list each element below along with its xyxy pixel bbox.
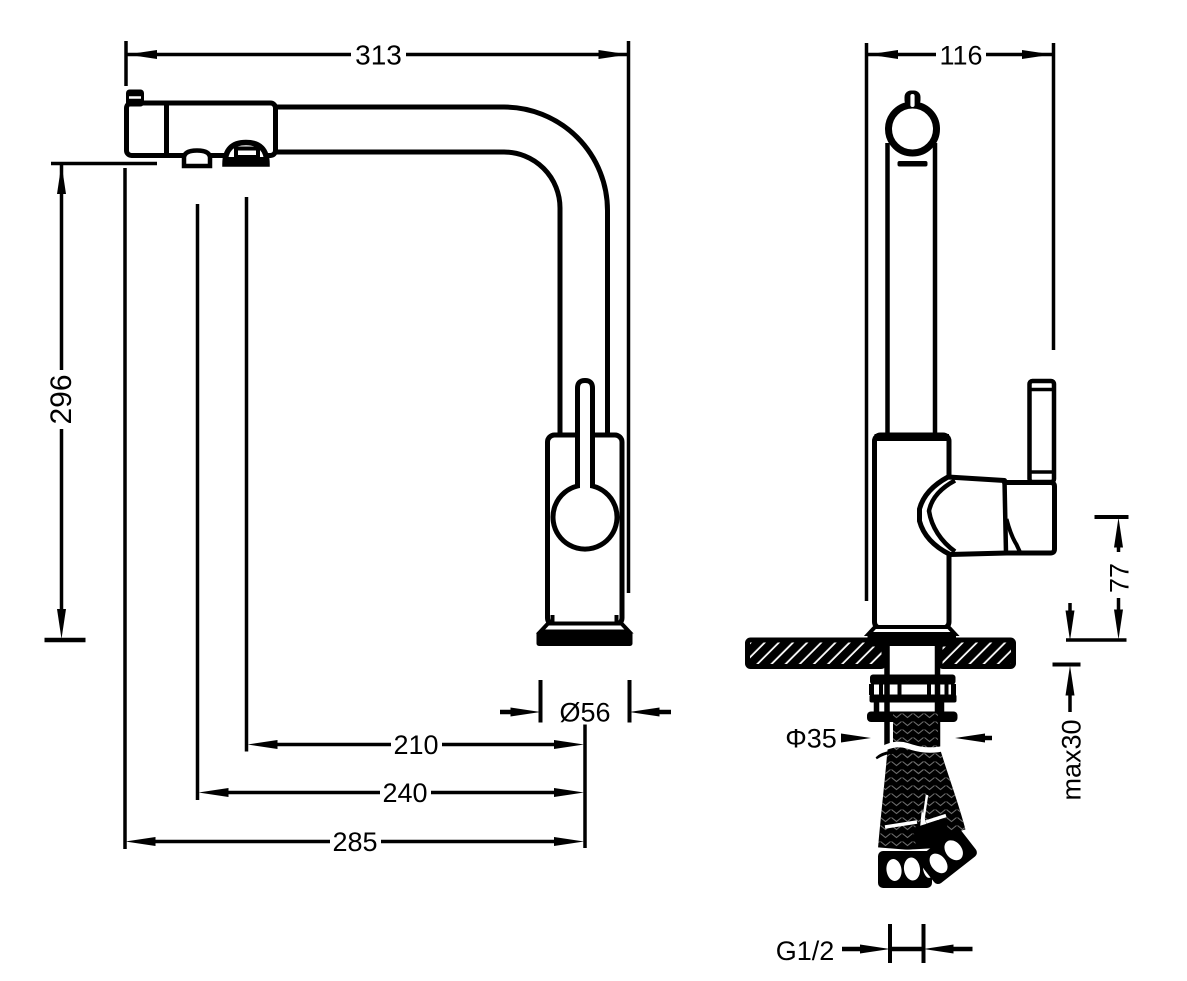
svg-text:Ø56: Ø56 [559, 698, 610, 728]
svg-text:240: 240 [382, 778, 427, 808]
svg-text:296: 296 [45, 374, 78, 424]
svg-text:Φ35: Φ35 [785, 724, 837, 754]
svg-text:77: 77 [1105, 563, 1135, 593]
svg-text:max30: max30 [1057, 719, 1087, 800]
svg-text:G1/2: G1/2 [776, 936, 835, 966]
svg-text:285: 285 [332, 827, 377, 857]
svg-text:313: 313 [355, 40, 402, 71]
svg-text:116: 116 [939, 41, 982, 71]
svg-text:210: 210 [393, 730, 438, 760]
